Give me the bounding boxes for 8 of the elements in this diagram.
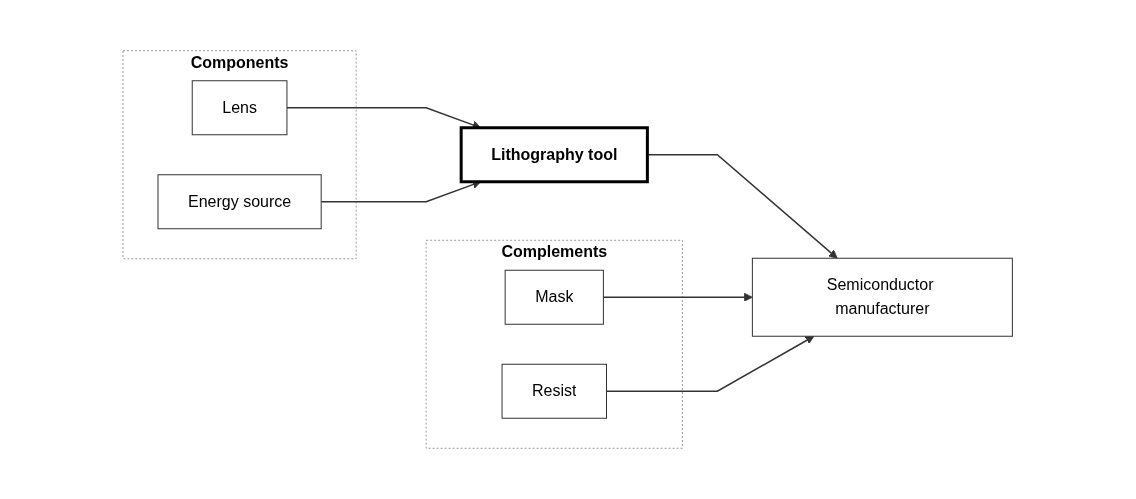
node-box: Resist xyxy=(501,363,608,419)
node-box: Lithography tool xyxy=(460,126,650,184)
node-box: Lens xyxy=(192,80,288,136)
node-box: Energy source xyxy=(157,174,322,230)
node-box: Mask xyxy=(504,269,605,325)
arrow xyxy=(602,292,754,302)
arrow xyxy=(606,335,815,392)
node-box: Semiconductor manufacturer xyxy=(752,257,1014,337)
